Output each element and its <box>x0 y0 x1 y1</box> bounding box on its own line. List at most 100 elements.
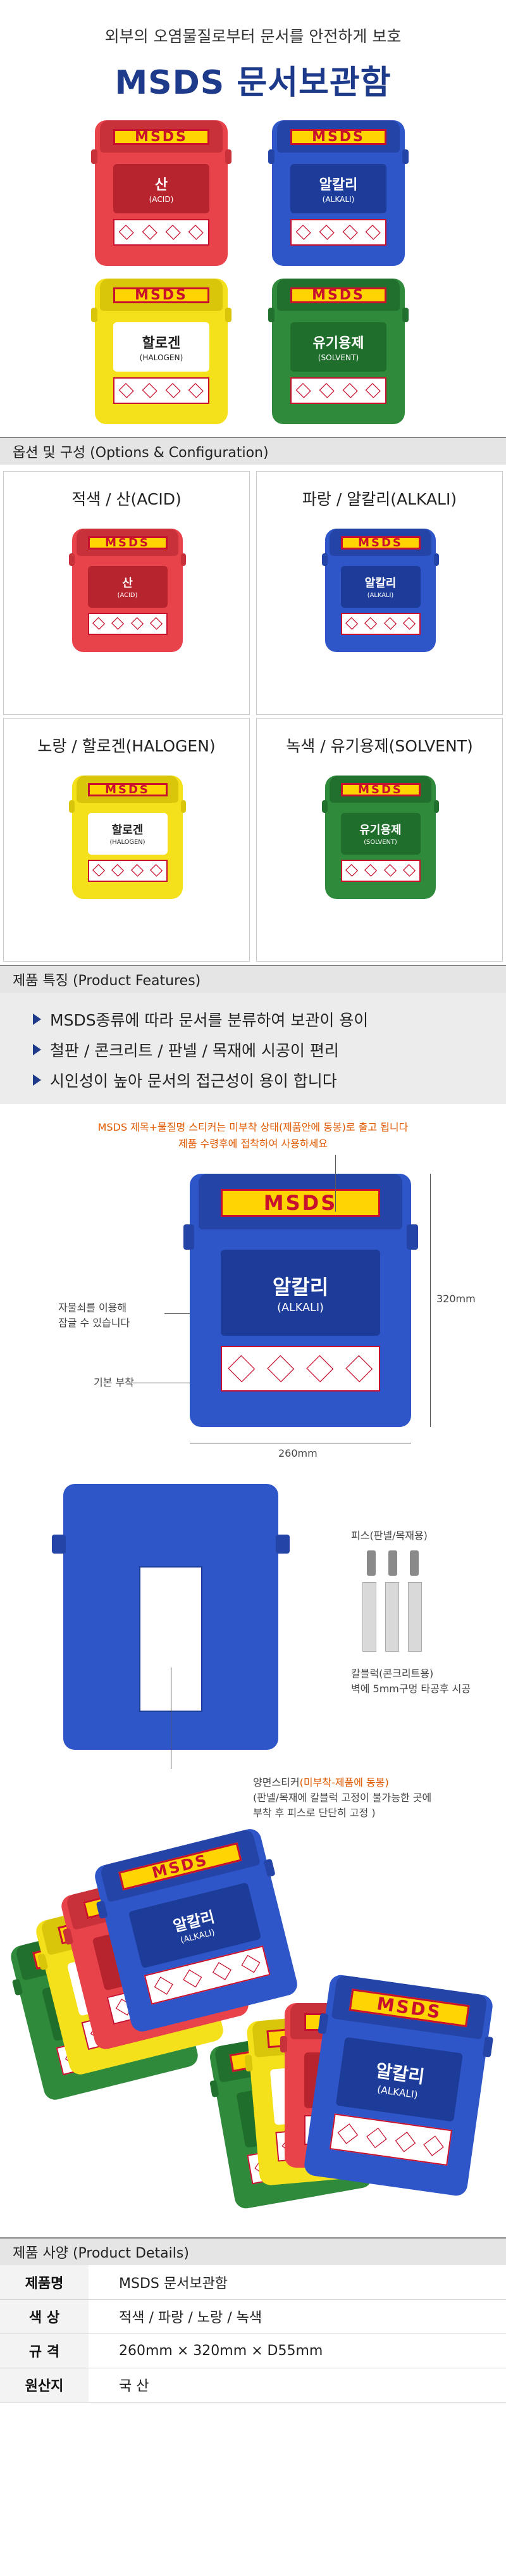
box-mount-tab <box>90 149 98 164</box>
hazard-pictogram-icon <box>142 224 157 241</box>
hazard-pictogram-icon <box>345 617 358 631</box>
lock-note-line: 잠글 수 있습니다 <box>58 1317 130 1329</box>
chemical-name: 알칼리 <box>364 577 397 591</box>
hazard-pictogram-icon <box>241 1955 261 1973</box>
specs-section-header: 제품 사양 (Product Details) <box>0 2237 506 2265</box>
chemical-label: 할로겐(HALOGEN) <box>113 322 209 372</box>
chemical-name: 유기용제 <box>312 336 364 352</box>
box-mount-tab <box>321 800 328 813</box>
hazard-pictogram-icon <box>365 224 381 241</box>
tape-note: 양면스티커(미부착-제품에 동봉) (판넬/목재에 칼블럭 고정이 불가능한 곳… <box>253 1775 431 1821</box>
hazard-pictogram-icon <box>383 864 397 877</box>
hazard-pictogram-icon <box>142 382 157 399</box>
hazard-pictogram-icon <box>403 617 416 631</box>
hazard-pictogram-icon <box>150 617 163 631</box>
msds-tag: MSDS <box>340 536 421 550</box>
leader-line <box>164 1313 190 1314</box>
arrow-right-icon <box>33 1014 41 1025</box>
chemical-sub: (ALKALI) <box>367 592 394 600</box>
box-mount-tab <box>183 1224 194 1250</box>
hazard-pictogram-icon <box>364 864 378 877</box>
box-mount-tab <box>402 149 409 164</box>
box-mount-tab <box>225 149 232 164</box>
hazard-pictogram-icon <box>383 617 397 631</box>
hazard-pictograms <box>290 219 386 246</box>
height-dimension-line <box>430 1174 431 1427</box>
mounting-diagram: 피스(판넬/목재용) 칼블럭(콘크리트용) 벽에 5mm구멍 타공후 시공 양면… <box>0 1478 506 1826</box>
box-mount-tab <box>407 1224 418 1250</box>
hazard-pictograms <box>340 612 421 635</box>
hazard-pictograms <box>87 859 168 882</box>
dimension-diagram: MSDS 제목+물질명 스티커는 미부착 상태(제품안에 동봉)로 출고 됩니다… <box>0 1104 506 1478</box>
option-caption: 적색 / 산(ACID) <box>71 490 182 508</box>
hazard-pictogram-icon <box>188 224 204 241</box>
anchor-label-line: 칼블럭(콘크리트용) <box>351 1668 434 1680</box>
chemical-sub: (ACID) <box>117 592 138 600</box>
box-mount-tab <box>90 308 98 322</box>
chemical-sub: (SOLVENT) <box>318 353 359 363</box>
sticker-notice: MSDS 제목+물질명 스티커는 미부착 상태(제품안에 동봉)로 출고 됩니다… <box>0 1119 506 1152</box>
box-mount-tab <box>402 308 409 322</box>
hazard-pictogram-icon <box>342 224 358 241</box>
anchor-label-line: 벽에 5mm구멍 타공후 시공 <box>351 1683 471 1695</box>
hazard-pictogram-icon <box>364 617 378 631</box>
hazard-pictogram-icon <box>295 224 311 241</box>
msds-tag: MSDS <box>340 782 421 797</box>
hazard-pictogram-icon <box>118 224 134 241</box>
back-mount-tab <box>52 1535 66 1554</box>
hazard-pictogram-icon <box>403 864 416 877</box>
hazard-pictograms <box>113 377 209 404</box>
spec-value: 국 산 <box>89 2368 506 2403</box>
feature-text: MSDS종류에 따라 문서를 분류하여 보관이 용이 <box>50 1011 369 1029</box>
hazard-pictogram-icon <box>150 864 163 877</box>
hazard-pictogram-icon <box>423 2135 445 2156</box>
hazard-pictogram-icon <box>92 864 105 877</box>
leader-line <box>335 1155 336 1212</box>
hazard-pictogram-icon <box>337 2123 359 2144</box>
hazard-pictogram-icon <box>295 382 311 399</box>
spec-value: 260mm × 320mm × D55mm <box>89 2334 506 2368</box>
hazard-pictogram-icon <box>111 617 125 631</box>
box-mount-tab <box>321 553 328 566</box>
chemical-name: 할로겐 <box>111 824 144 838</box>
chemical-label: 알칼리(ALKALI) <box>221 1250 380 1336</box>
chemical-name: 산 <box>122 577 133 591</box>
feature-text: 시인성이 높아 문서의 접근성이 용이 합니다 <box>50 1072 337 1090</box>
feature-item: 시인성이 높아 문서의 접근성이 용이 합니다 <box>33 1065 506 1095</box>
hero-box-red: MSDS 산(ACID) <box>90 120 232 266</box>
chemical-label: 유기용제(SOLVENT) <box>290 322 386 372</box>
chemical-sub: (ALKALI) <box>322 195 355 204</box>
sticker-notice-line: MSDS 제목+물질명 스티커는 미부착 상태(제품안에 동봉)로 출고 됩니다 <box>97 1121 409 1133</box>
feature-item: MSDS종류에 따라 문서를 분류하여 보관이 용이 <box>33 1004 506 1034</box>
msds-tag: MSDS <box>221 1189 380 1217</box>
basic-attach-label: 기본 부착 <box>94 1376 134 1388</box>
hazard-pictogram-icon <box>130 617 144 631</box>
hazard-pictogram-icon <box>395 2131 416 2152</box>
chemical-sub: (ACID) <box>149 195 174 204</box>
hazard-pictogram-icon <box>366 2127 387 2148</box>
chemical-label: 알칼리(ALKALI) <box>340 565 421 608</box>
chemical-name: 산 <box>154 177 168 194</box>
msds-tag: MSDS <box>113 129 209 146</box>
height-label: 320mm <box>436 1293 476 1305</box>
hazard-pictograms <box>290 377 386 404</box>
msds-tag: MSDS <box>290 129 386 146</box>
options-section-header: 옵션 및 구성 (Options & Configuration) <box>0 437 506 465</box>
hazard-pictogram-icon <box>319 224 335 241</box>
spec-key: 제품명 <box>0 2265 89 2300</box>
hazard-pictogram-icon <box>165 382 181 399</box>
chemical-name: 유기용제 <box>359 824 402 838</box>
